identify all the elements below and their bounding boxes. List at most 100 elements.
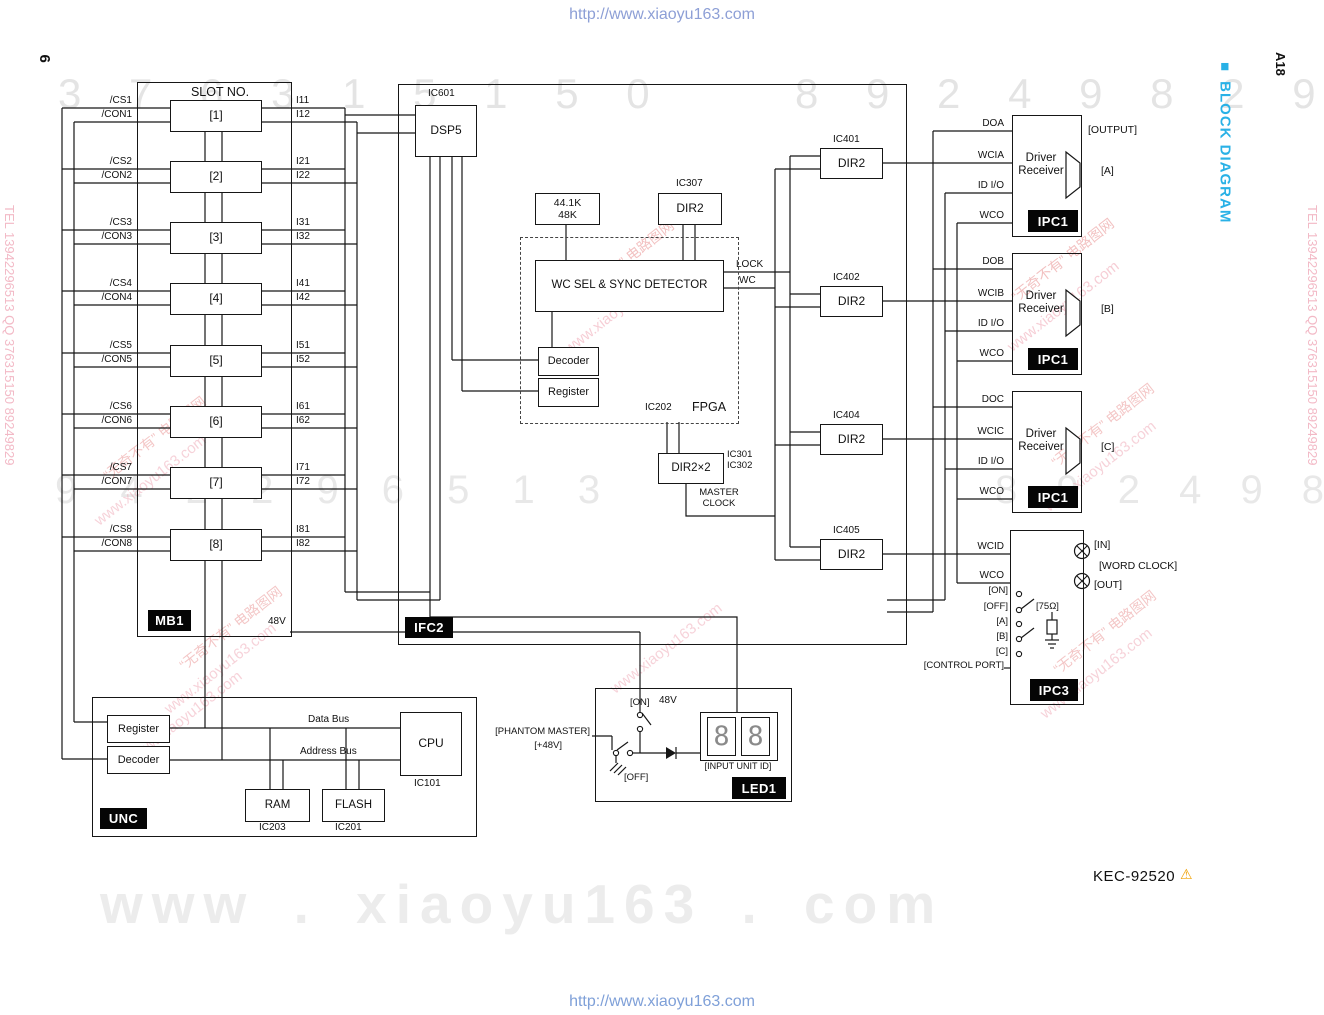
ic401-label: IC401 xyxy=(833,134,860,145)
driver-receiver-label: Driver Receiver xyxy=(1012,152,1070,178)
dir2-label: DIR2 xyxy=(837,155,866,170)
led1-frame xyxy=(595,688,792,802)
led1-tag: LED1 xyxy=(732,777,786,799)
address-bus-label: Address Bus xyxy=(300,746,357,757)
cpu-label: CPU xyxy=(418,736,444,751)
dir2-ic307-box: DIR2 xyxy=(658,193,722,225)
word-clock-out-label: [OUT] xyxy=(1094,579,1122,591)
slot-i1-label: I41 xyxy=(296,278,310,289)
dir2-label: DIR2 xyxy=(676,201,704,216)
driver-line: Driver xyxy=(1025,152,1057,164)
register-box: Register xyxy=(538,378,599,407)
channel-b-label: [B] xyxy=(1101,303,1114,315)
mb1-slot-header: SLOT NO. xyxy=(190,85,250,99)
led1-48v-label: 48V xyxy=(659,695,677,706)
title-bullet-icon: ■ xyxy=(1216,58,1234,76)
driver-line: Driver xyxy=(1025,290,1057,302)
slot-cs-label: /CS8 xyxy=(109,524,132,535)
slot-i2-label: I52 xyxy=(296,354,310,365)
ic201-label: IC201 xyxy=(335,822,362,833)
cpu-box: CPU xyxy=(400,712,462,776)
control-port-label: [CONTROL PORT] xyxy=(923,660,1004,671)
ic203-label: IC203 xyxy=(259,822,286,833)
slot-i2-label: I72 xyxy=(296,476,310,487)
dir2x2-label: DIR2×2 xyxy=(671,461,711,474)
slot-cs-label: /CS7 xyxy=(109,462,132,473)
phantom-master-label: [PHANTOM MASTER] xyxy=(495,726,590,737)
slot-i1-label: I31 xyxy=(296,217,310,228)
fpga-dashed-outline xyxy=(520,237,739,424)
slot-number: [7] xyxy=(209,475,223,490)
seven-seg-digit-2: 8 xyxy=(741,717,770,756)
slot-con-label: /CON5 xyxy=(101,354,132,365)
slot-i1-label: I61 xyxy=(296,401,310,412)
unc-decoder-box: Decoder xyxy=(107,746,170,774)
dir2-ic405-box: DIR2 xyxy=(820,539,883,570)
ic101-label: IC101 xyxy=(414,778,441,789)
dir2-ic402-box: DIR2 xyxy=(820,286,883,317)
receiver-line: Receiver xyxy=(1018,165,1064,178)
mb1-48v-label: 48V xyxy=(268,616,286,627)
sel-c-label: [C] xyxy=(995,646,1008,657)
slot-i1-label: I71 xyxy=(296,462,310,473)
page-title: ■ BLOCK DIAGRAM xyxy=(1216,58,1233,223)
slot-i2-label: I62 xyxy=(296,415,310,426)
slot-con-label: /CON2 xyxy=(101,170,132,181)
sel-a-label: [A] xyxy=(996,616,1008,627)
dir2-ic401-box: DIR2 xyxy=(820,148,883,179)
channel-a-label: [A] xyxy=(1101,165,1114,177)
slot-number: [3] xyxy=(209,230,223,245)
channel-c-label: [C] xyxy=(1101,441,1115,453)
flash-box: FLASH xyxy=(322,789,385,822)
ifc2-frame xyxy=(398,84,907,645)
slot-cs-label: /CS5 xyxy=(109,340,132,351)
slot-con-label: /CON8 xyxy=(101,538,132,549)
decoder-label: Decoder xyxy=(117,753,160,766)
data-bus-label: Data Bus xyxy=(308,714,350,725)
slot-cs-label: /CS3 xyxy=(109,217,132,228)
dsp5-label: DSP5 xyxy=(430,123,462,138)
phantom-48v-label: [+48V] xyxy=(534,740,562,751)
master-clock-line2: CLOCK xyxy=(702,497,736,509)
slot-i1-label: I11 xyxy=(296,95,310,106)
slot-cs-label: /CS4 xyxy=(109,278,132,289)
ic202-label: IC202 xyxy=(645,402,672,413)
slot-cs-label: /CS1 xyxy=(109,95,132,106)
slot-i2-label: I32 xyxy=(296,231,310,242)
sel-b-label: [B] xyxy=(996,631,1008,642)
slot-con-label: /CON3 xyxy=(101,231,132,242)
ic301-label: IC301 xyxy=(727,449,753,460)
slot-number: [6] xyxy=(209,414,223,429)
slot-con-label: /CON6 xyxy=(101,415,132,426)
driver-receiver-label: Driver Receiver xyxy=(1012,428,1070,454)
slot-cs-label: /CS2 xyxy=(109,156,132,167)
phantom-off-label: [OFF] xyxy=(624,772,649,783)
flash-label: FLASH xyxy=(334,798,373,811)
75ohm-label: [75Ω] xyxy=(1036,601,1059,612)
dsp5-box: DSP5 xyxy=(415,105,477,157)
ic405-label: IC405 xyxy=(833,525,860,536)
word-clock-label: [WORD CLOCK] xyxy=(1099,560,1178,572)
register-label: Register xyxy=(118,722,159,735)
wco-signal-label: WCO xyxy=(979,210,1004,221)
sample-rate-box: 44.1K 48K xyxy=(535,193,600,225)
slot-number: [1] xyxy=(209,108,223,123)
slot-i1-label: I21 xyxy=(296,156,310,167)
slot-box-1: [1] xyxy=(170,100,262,132)
slot-number: [2] xyxy=(209,169,223,184)
wc-sel-label: WC SEL & SYNC DETECTOR xyxy=(551,279,708,292)
off-label: [OFF] xyxy=(983,601,1008,612)
dir2-label: DIR2 xyxy=(837,431,866,446)
wcia-signal-label: WCIA xyxy=(977,150,1004,161)
driver-line: Driver xyxy=(1025,428,1057,440)
mb1-tag: MB1 xyxy=(148,610,191,631)
seven-seg-digit-1: 8 xyxy=(707,717,736,756)
register-label: Register xyxy=(548,386,589,399)
decoder-label: Decoder xyxy=(547,355,590,368)
slot-con-label: /CON7 xyxy=(101,476,132,487)
dob-signal-label: DOB xyxy=(982,256,1004,267)
ic402-label: IC402 xyxy=(833,272,860,283)
ram-box: RAM xyxy=(245,789,310,822)
doc-signal-label: DOC xyxy=(981,394,1004,405)
